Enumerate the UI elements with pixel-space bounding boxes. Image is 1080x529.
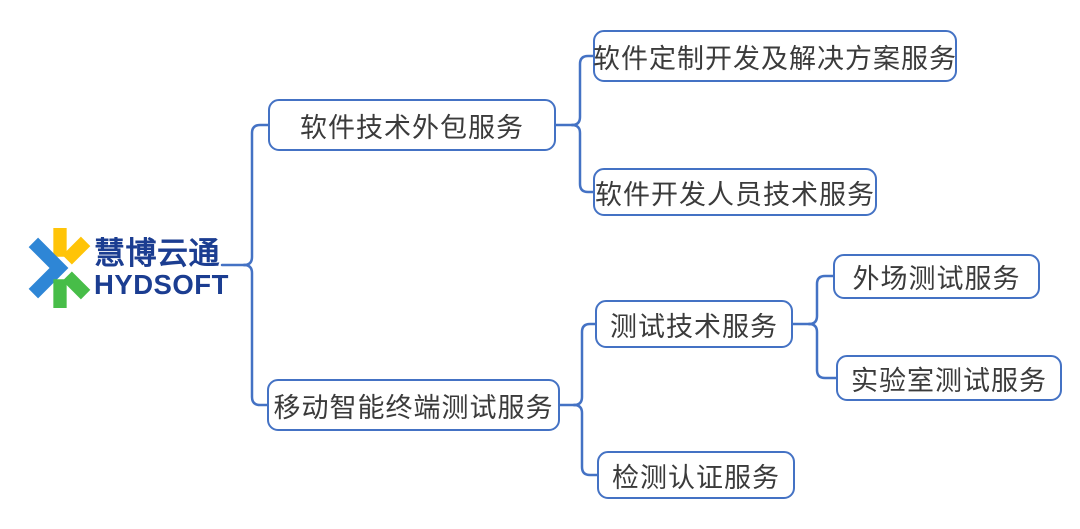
node-custom-dev-solutions[interactable]: 软件定制开发及解决方案服务	[593, 30, 957, 82]
logo-icon	[28, 228, 91, 308]
brand-text: 慧博云通 HYDSOFT	[94, 238, 229, 299]
connector-mobiletest-lower	[572, 403, 599, 477]
connector-testtech-lower	[807, 322, 838, 380]
brand-name-en: HYDSOFT	[94, 268, 229, 300]
connector-root-lower	[242, 263, 269, 407]
node-testing-tech-services[interactable]: 测试技术服务	[595, 300, 793, 348]
connector-outsourcing-upper	[570, 54, 595, 127]
node-field-testing[interactable]: 外场测试服务	[833, 254, 1040, 299]
connector-testtech-upper	[807, 274, 835, 326]
connector-outsourcing-lower	[570, 123, 595, 194]
connector-mobiletest-upper	[572, 322, 597, 407]
node-mobile-terminal-testing[interactable]: 移动智能终端测试服务	[267, 379, 560, 431]
node-software-outsourcing[interactable]: 软件技术外包服务	[268, 99, 556, 151]
node-inspection-certification[interactable]: 检测认证服务	[597, 451, 795, 499]
node-lab-testing[interactable]: 实验室测试服务	[836, 355, 1062, 401]
company-logo: 慧博云通 HYDSOFT	[28, 226, 229, 310]
node-dev-staffing-services[interactable]: 软件开发人员技术服务	[593, 168, 877, 216]
brand-name-cn: 慧博云通	[94, 235, 220, 271]
connector-root-upper	[242, 123, 270, 267]
